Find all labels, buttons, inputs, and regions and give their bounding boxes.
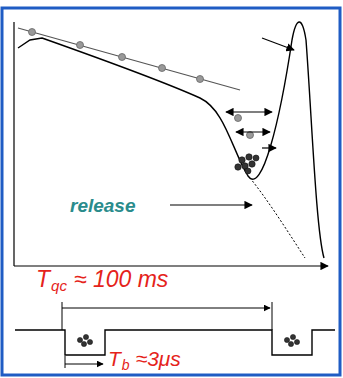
- pulse-width-value: ≈3μs: [136, 348, 181, 369]
- subscript: b: [122, 358, 130, 372]
- dotted-extension: [250, 178, 305, 258]
- tick: [62, 302, 63, 330]
- x-axis: [14, 265, 328, 266]
- double-arrow: [236, 131, 270, 132]
- y-axis: [13, 22, 14, 266]
- region-label: release: [70, 196, 136, 215]
- symbol: T: [108, 348, 121, 369]
- arrow: [262, 147, 276, 148]
- arrow: [262, 38, 294, 50]
- potential-curve: [18, 22, 324, 258]
- bunch: [77, 334, 299, 346]
- subscript: qc: [51, 278, 67, 293]
- period-arrow: [62, 308, 270, 309]
- particle-track: [18, 28, 240, 90]
- particles: [29, 29, 254, 139]
- width-arrow: [65, 364, 103, 365]
- tick: [272, 302, 273, 330]
- symbol: T: [36, 268, 50, 291]
- frame: [2, 8, 340, 375]
- bunch: [235, 154, 259, 174]
- double-arrow: [226, 111, 272, 112]
- tick: [65, 356, 66, 368]
- release-arrow: [170, 204, 252, 205]
- period-value: ≈ 100 ms: [74, 268, 168, 291]
